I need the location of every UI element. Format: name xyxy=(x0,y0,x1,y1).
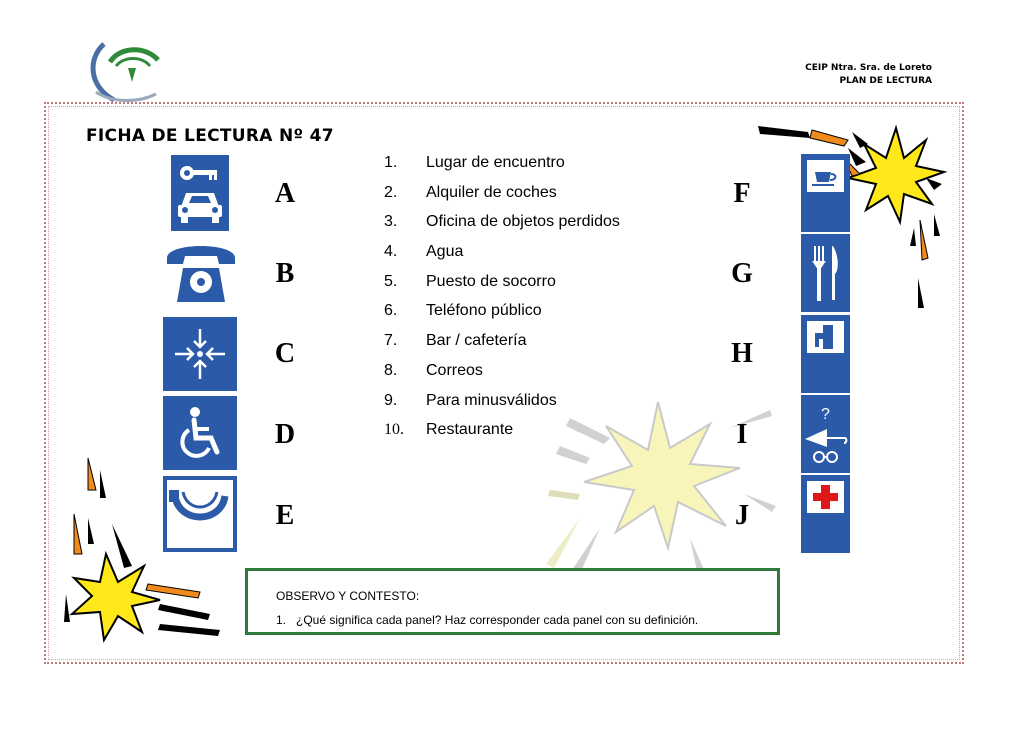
telephone-icon xyxy=(167,246,235,302)
faded-burst-decoration xyxy=(546,401,776,576)
letter-i: I xyxy=(736,419,748,450)
page-frame xyxy=(44,102,964,664)
question-box-heading: OBSERVO Y CONTESTO: xyxy=(276,589,420,603)
sign-j-first-aid xyxy=(801,475,850,553)
sign-h-water xyxy=(801,315,850,393)
letter-e: E xyxy=(275,500,295,531)
lost-property-icon: ? xyxy=(805,406,848,463)
sign-f-cafe xyxy=(801,154,850,232)
post-horn-icon xyxy=(167,480,233,548)
letter-f: F xyxy=(733,178,751,209)
sign-a-car-rental xyxy=(171,155,229,231)
sign-g-restaurant xyxy=(801,234,850,312)
meeting-point-icon xyxy=(175,329,225,379)
water-tap-icon xyxy=(807,321,844,353)
burst-decoration-bottom-left xyxy=(64,457,220,643)
sign-b-public-phone xyxy=(163,238,239,304)
program-name: PLAN DE LECTURA xyxy=(839,76,932,86)
question-number: 1. xyxy=(276,613,287,627)
question-body: ¿Qué significa cada panel? Haz correspon… xyxy=(296,613,699,627)
sign-d-disabled-access xyxy=(163,396,237,470)
burst-decoration-top-right xyxy=(758,124,948,308)
wheelchair-icon xyxy=(180,407,220,458)
school-name: CEIP Ntra. Sra. de Loreto xyxy=(805,63,932,73)
car-key-icon xyxy=(178,166,222,223)
junta-andalucia-logo xyxy=(84,38,164,106)
fork-knife-icon xyxy=(812,246,838,301)
sign-c-meeting-point xyxy=(163,317,237,391)
question-box: OBSERVO Y CONTESTO: 1. ¿Qué significa cad… xyxy=(245,568,780,635)
first-aid-cross-icon xyxy=(807,481,844,513)
letter-h: H xyxy=(731,338,753,369)
sign-i-lost-property: ? xyxy=(801,395,850,473)
letter-b: B xyxy=(275,258,295,289)
question-text: 1. ¿Qué significa cada panel? Haz corresp… xyxy=(276,613,698,627)
school-header: CEIP Ntra. Sra. de Loreto PLAN DE LECTUR… xyxy=(805,62,932,88)
letter-g: G xyxy=(731,258,753,289)
page-title: FICHA DE LECTURA Nº 47 xyxy=(86,126,334,146)
letter-a: A xyxy=(274,178,296,209)
letter-c: C xyxy=(274,338,296,369)
svg-text:?: ? xyxy=(821,406,830,423)
letter-d: D xyxy=(274,419,296,450)
letter-j: J xyxy=(735,500,749,531)
coffee-cup-icon xyxy=(807,160,844,192)
page-frame-inner xyxy=(48,106,960,660)
sign-e-post-office xyxy=(163,476,237,552)
